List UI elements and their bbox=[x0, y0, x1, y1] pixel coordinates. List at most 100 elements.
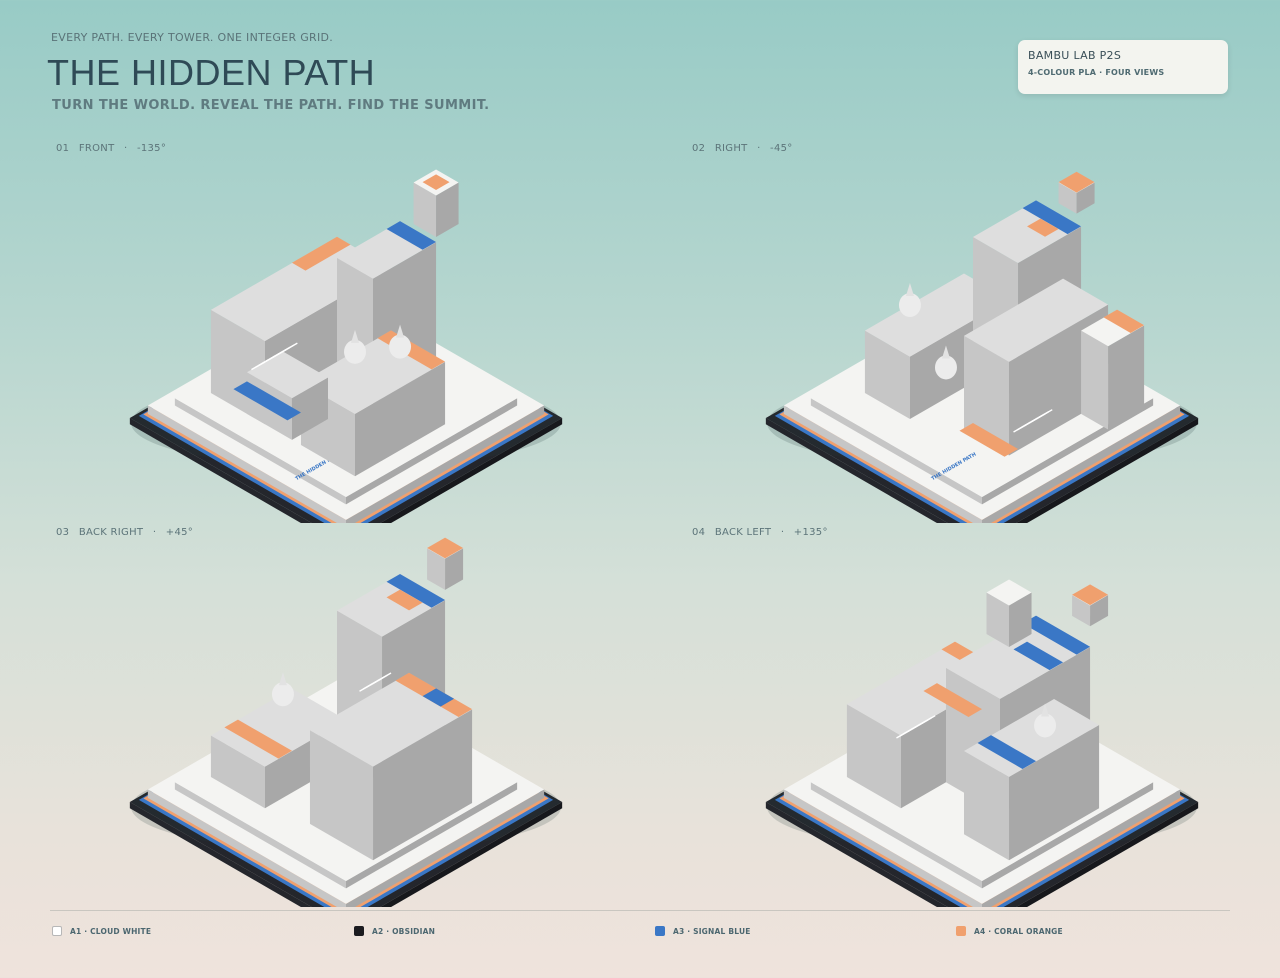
header-kicker: EVERY PATH. EVERY TOWER. ONE INTEGER GRI… bbox=[51, 31, 334, 44]
path-blue bbox=[977, 735, 1037, 769]
path-orange bbox=[224, 719, 292, 759]
view-right: 02 RIGHT · -45° THE HIDDEN PATH bbox=[692, 143, 1280, 523]
view-back-right: 03 BACK RIGHT · +45° bbox=[56, 527, 656, 907]
wing-right-right-face bbox=[373, 709, 473, 861]
platform-step-1-left-face bbox=[147, 405, 346, 523]
path-orange bbox=[1103, 309, 1145, 333]
platform-step-1-left-face bbox=[147, 789, 346, 907]
model-render-back-left bbox=[765, 579, 1199, 907]
base-side-right bbox=[1016, 418, 1199, 523]
view-label: 02 RIGHT · -45° bbox=[692, 143, 793, 154]
base-side-left bbox=[129, 418, 312, 523]
legend-label: A1 · CLOUD WHITE bbox=[70, 926, 152, 936]
legend-divider bbox=[50, 910, 1230, 911]
platform-step-1-right-face bbox=[982, 789, 1181, 907]
base-side-left bbox=[129, 802, 312, 907]
pavilion-right-face bbox=[1009, 592, 1032, 648]
view-label: 03 BACK RIGHT · +45° bbox=[56, 527, 194, 538]
stair-step bbox=[1038, 409, 1053, 419]
path-blue bbox=[1022, 200, 1082, 235]
pavilion-left-face bbox=[986, 592, 1010, 648]
dome bbox=[271, 682, 294, 707]
wing-left-top bbox=[210, 688, 346, 767]
summit-tower-right-face bbox=[1076, 182, 1095, 214]
legend-item-coral-orange: A4 · CORAL ORANGE bbox=[956, 926, 1063, 936]
platform-step-2-left-face bbox=[174, 398, 346, 505]
path-blue bbox=[233, 381, 301, 421]
badge-description: 4-COLOUR PLA · FOUR VIEWS bbox=[1028, 68, 1165, 77]
wing-left-top bbox=[210, 237, 392, 342]
summit-tower-right-face bbox=[445, 548, 464, 590]
platform-step-2-right-face bbox=[982, 782, 1154, 889]
swatch-coral-orange bbox=[956, 926, 966, 936]
path-blue bbox=[1013, 641, 1064, 671]
base-side-right bbox=[380, 418, 563, 523]
platform-step-2-left-face bbox=[810, 782, 982, 889]
swatch-obsidian bbox=[354, 926, 364, 936]
legend-item-obsidian: A2 · OBSIDIAN bbox=[354, 926, 435, 936]
dome bbox=[344, 339, 367, 364]
path-orange bbox=[291, 236, 351, 271]
stair-step bbox=[283, 342, 298, 352]
wing-left-left-face bbox=[846, 704, 901, 809]
page-subtitle: TURN THE WORLD. REVEAL THE PATH. FIND TH… bbox=[52, 98, 490, 113]
base-side-left bbox=[765, 418, 948, 523]
platform-step-1-left-face bbox=[783, 405, 982, 523]
legend-label: A3 · SIGNAL BLUE bbox=[673, 926, 751, 936]
stair-step bbox=[377, 672, 392, 682]
printer-badge: BAMBU LAB P2S 4-COLOUR PLA · FOUR VIEWS bbox=[1018, 40, 1228, 94]
courtyard-block-top bbox=[246, 351, 328, 399]
pavilion-left-face bbox=[1081, 330, 1109, 430]
platform-step-1-right-face bbox=[346, 789, 545, 907]
dome bbox=[934, 355, 957, 380]
legend-item-signal-blue: A3 · SIGNAL BLUE bbox=[655, 926, 751, 936]
wing-right-left-face bbox=[963, 751, 1010, 861]
wing-right-left-face bbox=[309, 730, 374, 861]
dome bbox=[389, 334, 412, 359]
platform-step-2-left-face bbox=[174, 782, 346, 889]
dome-spire bbox=[351, 329, 360, 343]
path-orange bbox=[1027, 218, 1059, 237]
base-side-left bbox=[765, 802, 948, 907]
dome bbox=[898, 293, 921, 318]
wing-left-left-face bbox=[210, 735, 265, 809]
path-blue bbox=[386, 573, 446, 608]
view-back-left: 04 BACK LEFT · +135° bbox=[692, 527, 1280, 907]
path-blue bbox=[422, 688, 455, 707]
swatch-cloud-white bbox=[52, 926, 62, 936]
platform-step-2-right-face bbox=[346, 398, 518, 505]
view-label: 01 FRONT · -135° bbox=[56, 143, 167, 154]
summit-tower-right-face bbox=[436, 182, 459, 238]
dome-spire bbox=[941, 345, 950, 359]
path-blue bbox=[1022, 615, 1091, 655]
pavilion-right-face bbox=[1108, 325, 1145, 430]
path-orange bbox=[959, 422, 1019, 457]
platform-step-2-right-face bbox=[346, 782, 518, 889]
dome-spire bbox=[905, 283, 914, 297]
base-side-right bbox=[1016, 802, 1199, 907]
model-render-front: THE HIDDEN PATH bbox=[129, 169, 563, 523]
wing-right-top bbox=[963, 278, 1109, 362]
path-blue bbox=[386, 221, 437, 250]
platform-step-1-right-face bbox=[346, 405, 545, 523]
view-front: 01 FRONT · -135° THE HIDDEN PATH bbox=[56, 143, 656, 523]
dome-spire bbox=[1041, 703, 1050, 717]
summit-tower-left-face bbox=[1072, 595, 1091, 627]
courtyard-block-right-face bbox=[291, 377, 328, 440]
path-orange bbox=[923, 683, 982, 717]
path-orange bbox=[386, 589, 423, 611]
summit-tower-left-face bbox=[1058, 182, 1077, 214]
dome-spire bbox=[396, 324, 405, 338]
view-label: 04 BACK LEFT · +135° bbox=[692, 527, 828, 538]
model-render-right: THE HIDDEN PATH bbox=[765, 171, 1199, 523]
model-render-back-right bbox=[129, 537, 563, 907]
dome bbox=[1034, 713, 1057, 738]
summit-tower-left-face bbox=[413, 182, 437, 238]
page-title: THE HIDDEN PATH bbox=[47, 52, 376, 93]
platform-step-1-right-face bbox=[982, 405, 1181, 523]
summit-tower-left-face bbox=[427, 548, 446, 590]
stair-step bbox=[921, 715, 936, 725]
platform-step-1-left-face bbox=[783, 789, 982, 907]
wing-right-right-face bbox=[1009, 725, 1100, 861]
legend-label: A2 · OBSIDIAN bbox=[372, 926, 436, 936]
